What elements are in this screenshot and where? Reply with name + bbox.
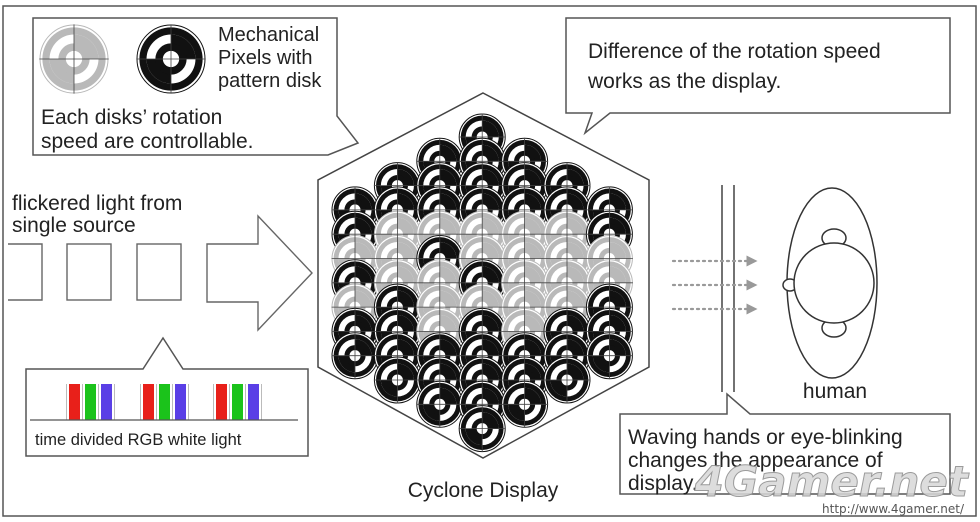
light-direction-arrow xyxy=(206,214,313,332)
outer-frame xyxy=(2,5,977,517)
light-pulse-1 xyxy=(8,243,43,301)
mechanical-pixels-text: Mechanical Pixels with pattern disk xyxy=(218,24,325,92)
light-pulse-2 xyxy=(66,243,112,301)
pattern-disk xyxy=(416,380,464,428)
light-rays xyxy=(671,255,758,315)
watermark: 4Gamer.net http://www.4gamer.net/ xyxy=(693,457,970,517)
rgb-caption: time divided RGB white light xyxy=(35,431,242,449)
pattern-disk xyxy=(501,380,549,428)
waving-hands-text: Waving hands or eye-blinking changes the… xyxy=(628,426,909,495)
flicker-light-label: flickered light from single source xyxy=(12,192,188,237)
waving-hands-callout: Waving hands or eye-blinking changes the… xyxy=(619,392,951,495)
controllable-text: Each disks’ rotation speed are controlla… xyxy=(41,106,253,153)
light-pattern-disk-icon xyxy=(39,24,109,94)
rgb-color-bar xyxy=(101,384,112,420)
rgb-color-bar xyxy=(175,384,186,420)
human-icon xyxy=(782,187,878,379)
rotation-speed-text: Difference of the rotation speed works a… xyxy=(587,40,886,93)
dark-pattern-disk-icon xyxy=(136,24,206,94)
pattern-disk xyxy=(331,332,379,380)
light-pulse-3 xyxy=(136,243,182,301)
disk-array xyxy=(331,113,633,453)
rgb-color-bar xyxy=(69,384,80,420)
pattern-disk xyxy=(585,332,633,380)
cyclone-display-label: Cyclone Display xyxy=(408,479,559,502)
light-disk xyxy=(39,24,109,94)
rgb-color-bar xyxy=(85,384,96,420)
pattern-disk xyxy=(543,356,591,404)
pattern-disk xyxy=(458,405,506,453)
watermark-url: http://www.4gamer.net/ xyxy=(822,502,965,516)
watermark-logo: 4Gamer.net xyxy=(694,457,970,506)
rgb-color-bar xyxy=(248,384,259,420)
rgb-callout: time divided RGB white light xyxy=(25,336,309,457)
rgb-color-bar xyxy=(232,384,243,420)
human-head xyxy=(793,242,875,324)
rgb-timeline xyxy=(66,384,262,420)
human-label: human xyxy=(803,380,867,403)
rgb-color-bar xyxy=(143,384,154,420)
rgb-color-bar xyxy=(159,384,170,420)
mechanical-pixels-callout: Mechanical Pixels with pattern disk Each… xyxy=(32,17,360,156)
dark-disk xyxy=(136,24,206,94)
pattern-disk xyxy=(373,356,421,404)
rgb-color-bar xyxy=(216,384,227,420)
light-pulses xyxy=(8,214,313,332)
rotation-speed-callout: Difference of the rotation speed works a… xyxy=(565,17,951,136)
